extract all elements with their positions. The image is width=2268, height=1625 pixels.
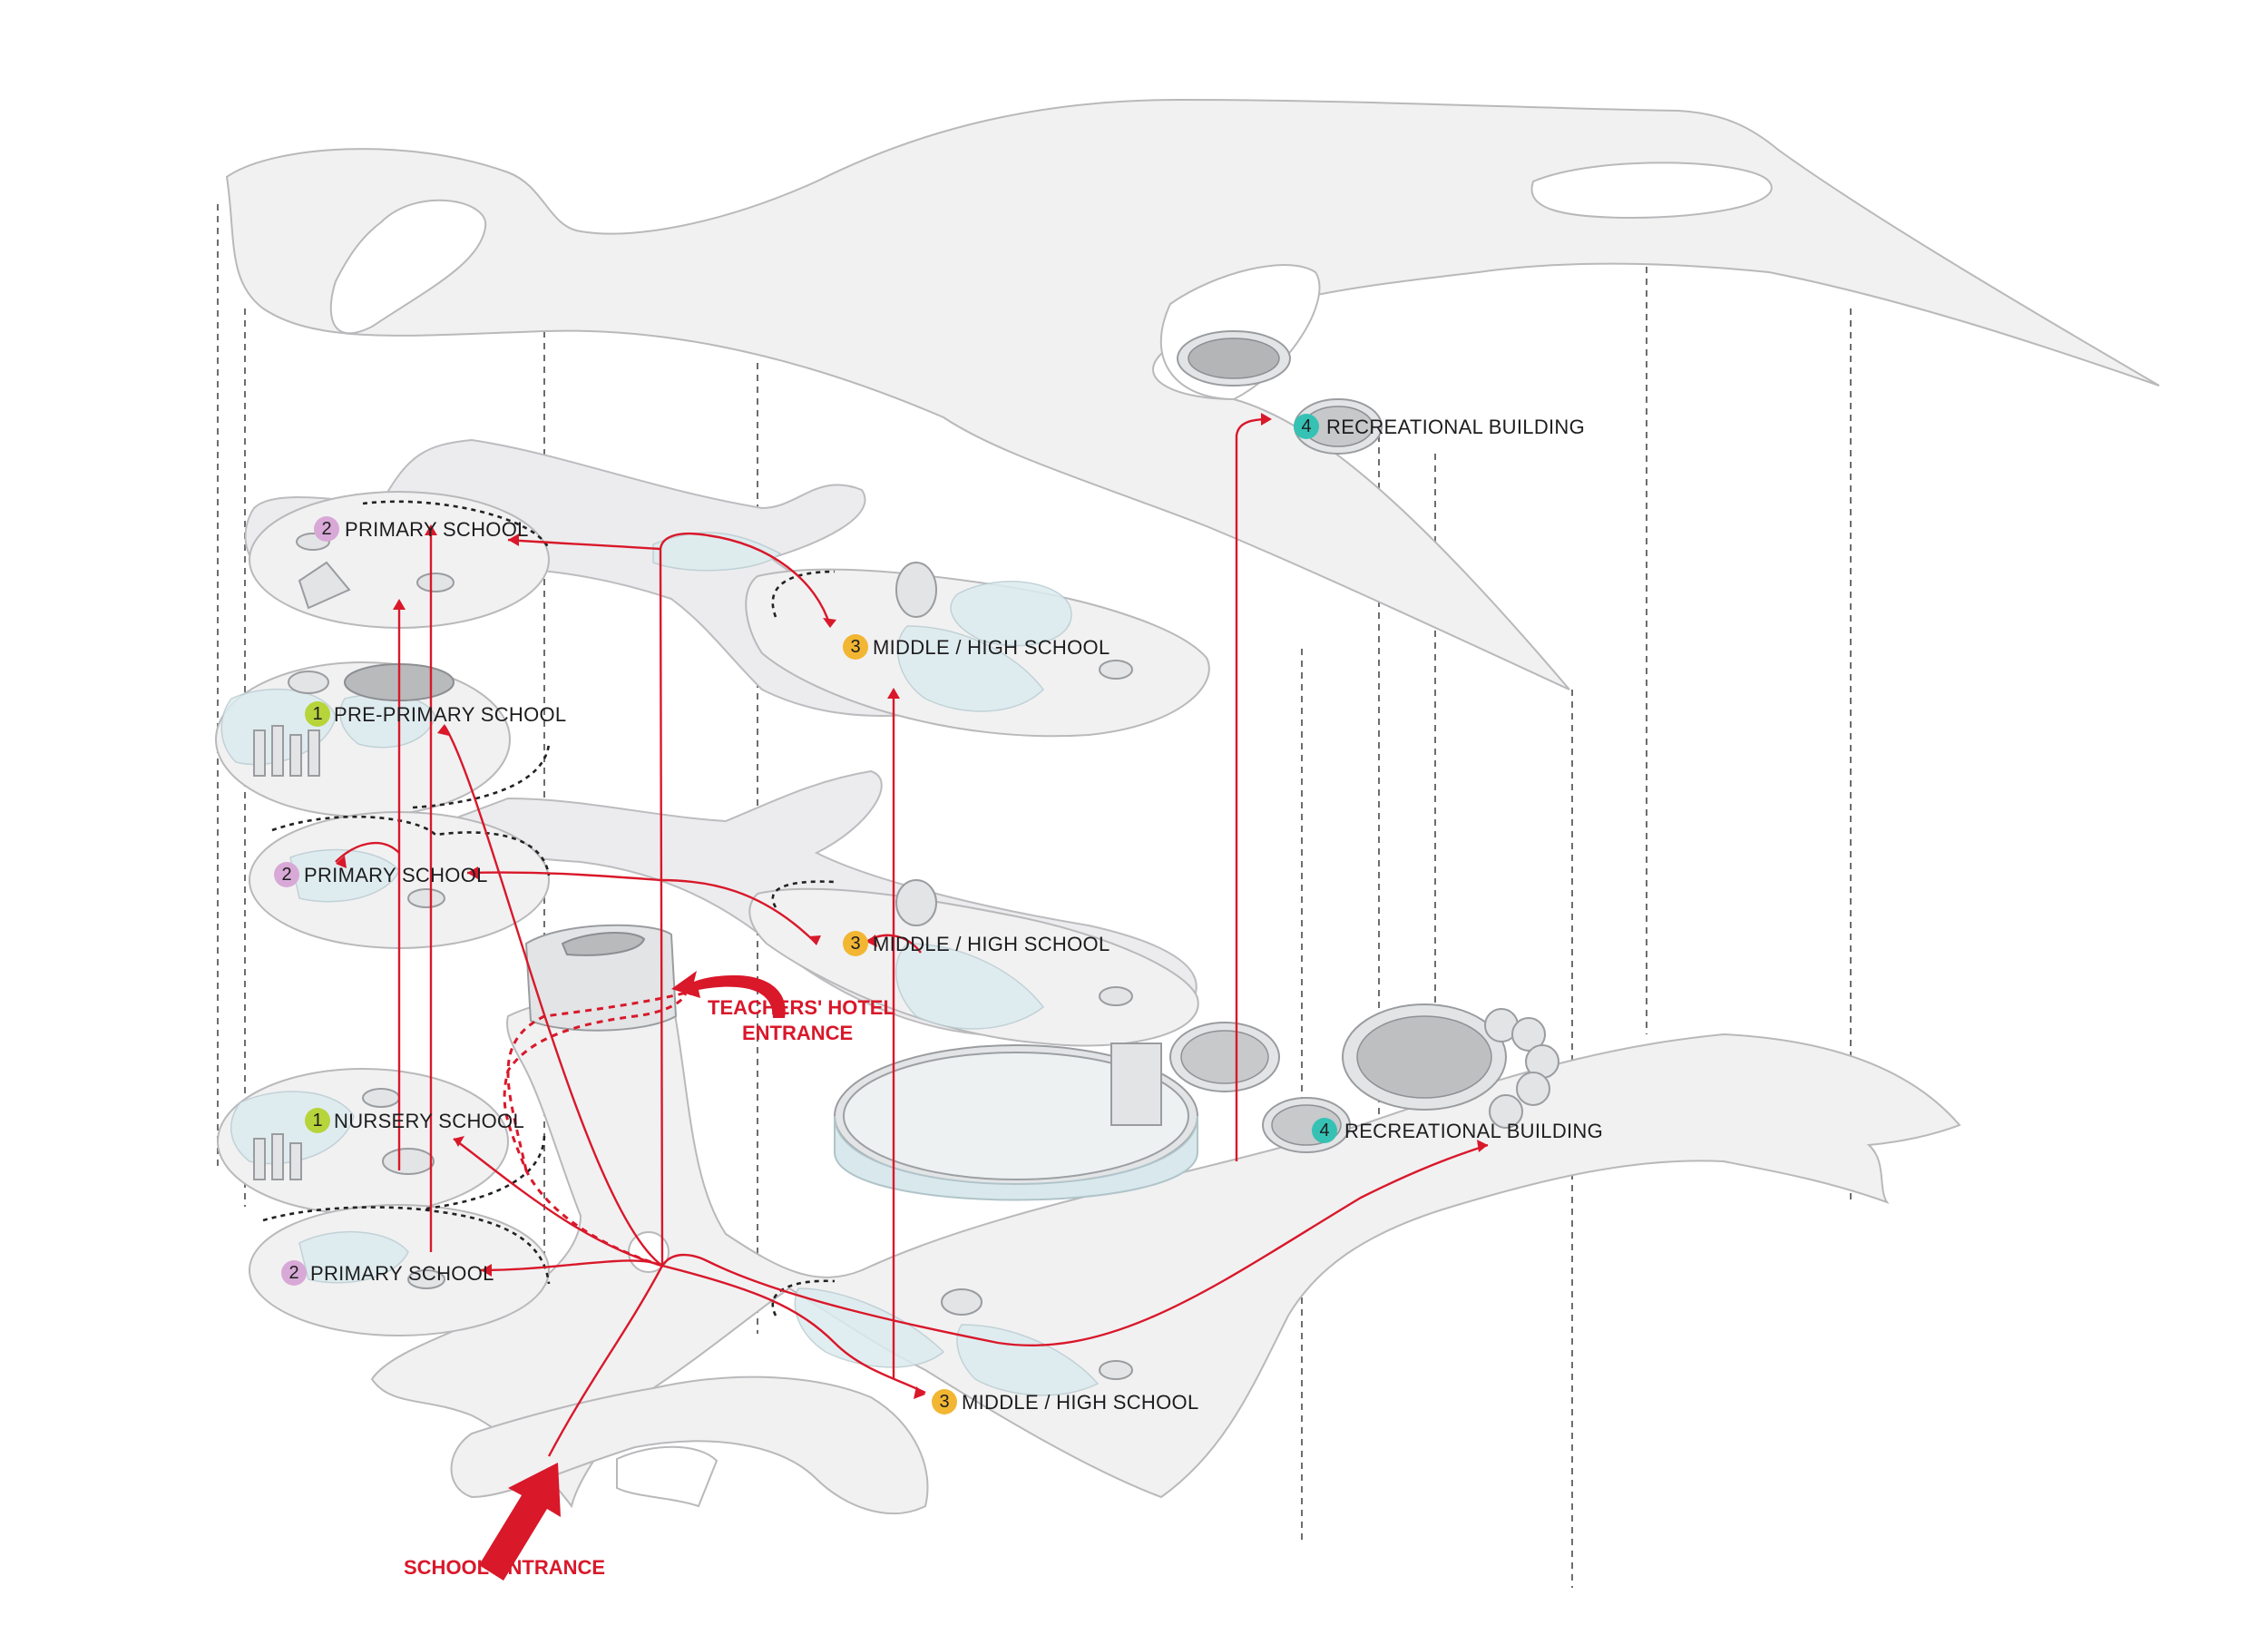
badge-primary	[314, 516, 339, 542]
badge-recreational	[1294, 414, 1319, 439]
label-rec-bottom: 4 RECREATIONAL BUILDING	[1312, 1118, 1603, 1143]
label-text: PRIMARY SCHOOL	[304, 864, 488, 886]
badge-nursery-preprimary	[305, 1108, 330, 1133]
label-text: MIDDLE / HIGH SCHOOL	[873, 636, 1110, 659]
badge-middle-high	[843, 931, 868, 956]
label-number: 3	[850, 934, 860, 954]
school-entrance-arrow	[479, 1463, 561, 1581]
building-volumes	[524, 330, 1559, 1201]
teachers-entrance-arrow	[671, 971, 786, 1018]
school-boundaries	[262, 500, 836, 1317]
label-number: 2	[288, 1263, 298, 1283]
label-number: 1	[312, 704, 322, 724]
label-number: 3	[939, 1392, 949, 1412]
label-mid-3: 3 MIDDLE / HIGH SCHOOL	[932, 1389, 1198, 1415]
floor-middle	[215, 661, 1199, 1047]
label-text: MIDDLE / HIGH SCHOOL	[962, 1391, 1198, 1414]
label-text: PRIMARY SCHOOL	[310, 1262, 494, 1285]
circulation-routes	[335, 413, 1489, 1457]
label-text: RECREATIONAL BUILDING	[1344, 1120, 1603, 1142]
label-text: MIDDLE / HIGH SCHOOL	[873, 933, 1110, 955]
label-text: PRIMARY SCHOOL	[345, 518, 529, 541]
badge-middle-high	[932, 1389, 957, 1415]
teachers-entrance-line2: ENTRANCE	[742, 1022, 853, 1044]
label-nursery: 1 NURSERY SCHOOL	[305, 1108, 524, 1133]
label-text: RECREATIONAL BUILDING	[1326, 416, 1585, 438]
label-number: 2	[281, 865, 291, 885]
label-number: 2	[321, 519, 331, 539]
label-mid-2: 3 MIDDLE / HIGH SCHOOL	[843, 931, 1110, 956]
label-preprimary: 1 PRE-PRIMARY SCHOOL	[305, 701, 566, 727]
label-prim-1: 2 PRIMARY SCHOOL	[314, 516, 529, 542]
badge-primary	[281, 1260, 307, 1286]
badge-nursery-preprimary	[305, 701, 330, 727]
label-number: 4	[1319, 1121, 1329, 1140]
label-prim-2: 2 PRIMARY SCHOOL	[274, 862, 488, 887]
label-number: 1	[312, 1111, 322, 1131]
label-school-entrance: SCHOOL ENTRANCE	[404, 1556, 605, 1579]
badge-primary	[274, 862, 299, 887]
school-entrance-text: SCHOOL ENTRANCE	[404, 1556, 605, 1579]
label-teachers-entrance: TEACHERS' HOTEL ENTRANCE	[708, 996, 895, 1044]
label-rec-top: 4 RECREATIONAL BUILDING	[1294, 414, 1585, 439]
school-volumes	[253, 533, 1133, 1380]
entrance-arrows	[479, 971, 786, 1581]
floor-upper	[244, 438, 1210, 738]
label-text: PRE-PRIMARY SCHOOL	[334, 703, 566, 726]
badge-middle-high	[843, 634, 868, 660]
label-number: 4	[1301, 416, 1311, 436]
teachers-entrance-line1: TEACHERS' HOTEL	[708, 996, 895, 1019]
label-mid-1: 3 MIDDLE / HIGH SCHOOL	[843, 634, 1110, 660]
label-text: NURSERY SCHOOL	[334, 1110, 524, 1132]
label-prim-3: 2 PRIMARY SCHOOL	[281, 1260, 494, 1286]
label-number: 3	[850, 637, 860, 657]
badge-recreational	[1312, 1118, 1337, 1143]
